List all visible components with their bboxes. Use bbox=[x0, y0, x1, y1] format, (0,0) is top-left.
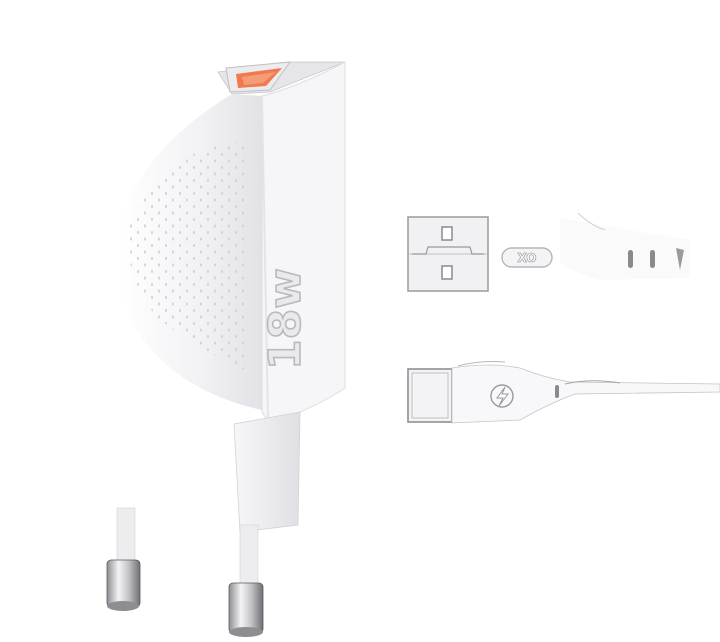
brand-logo: XO bbox=[501, 247, 553, 268]
usb-a-connector-cable: XO bbox=[407, 212, 690, 292]
usb-port bbox=[225, 61, 292, 93]
charger-neck bbox=[233, 411, 301, 533]
type-c-connector-cable bbox=[407, 361, 720, 424]
lightning-bolt-icon bbox=[490, 384, 514, 408]
wall-charger: 18w bbox=[106, 61, 346, 637]
type-c-housing bbox=[451, 364, 720, 424]
usb-a-housing bbox=[560, 218, 690, 280]
plug-pin-left bbox=[106, 507, 141, 611]
type-c-plug bbox=[407, 368, 453, 423]
brand-logo-text: XO bbox=[517, 251, 536, 265]
plug-pin-right bbox=[228, 524, 264, 637]
wattage-label: 18w bbox=[260, 268, 311, 370]
